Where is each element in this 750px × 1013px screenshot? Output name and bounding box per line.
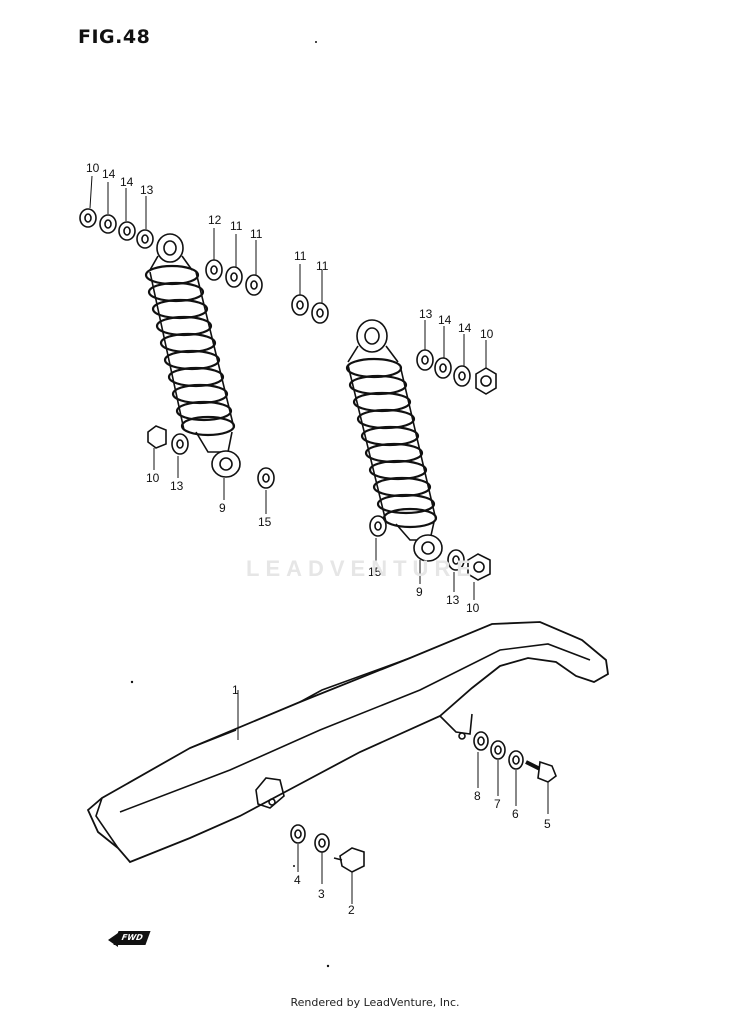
callout-10: 10 <box>146 471 160 485</box>
callout-9: 9 <box>219 501 226 515</box>
callout-5: 5 <box>544 817 551 831</box>
washer-group-12-11[interactable] <box>205 259 329 324</box>
callout-14: 14 <box>102 167 116 181</box>
callout-15: 15 <box>258 515 272 529</box>
callout-14: 14 <box>120 175 134 189</box>
callout-2: 2 <box>348 903 355 917</box>
callout-7: 7 <box>494 797 501 811</box>
callout-1: 1 <box>232 683 239 697</box>
leader-lines <box>89 175 549 904</box>
callout-4: 4 <box>294 873 301 887</box>
callout-13: 13 <box>140 183 154 197</box>
rear-shock-absorber-left[interactable] <box>144 233 241 478</box>
callout-11: 11 <box>294 249 307 263</box>
fwd-label: FWD <box>113 931 151 945</box>
bolt-group-right[interactable] <box>473 731 557 783</box>
callout-10: 10 <box>480 327 494 341</box>
callout-13: 13 <box>419 307 433 321</box>
callout-11: 11 <box>230 219 243 233</box>
callout-13: 13 <box>170 479 184 493</box>
callout-12: 12 <box>208 213 222 227</box>
callout-9: 9 <box>416 585 423 599</box>
figure-title: FIG.48 <box>78 26 151 48</box>
callout-13: 13 <box>446 593 460 607</box>
rear-shock-absorber-right[interactable] <box>345 319 443 562</box>
callout-10: 10 <box>86 161 100 175</box>
watermark-text: LEADVENTURE <box>246 556 478 581</box>
callout-11: 11 <box>250 227 263 241</box>
callout-14: 14 <box>458 321 472 335</box>
chain-case[interactable] <box>86 621 609 864</box>
callout-11: 11 <box>316 259 329 273</box>
callout-6: 6 <box>512 807 519 821</box>
footer-credit: Rendered by LeadVenture, Inc. <box>290 996 460 1009</box>
washer-group-right-top[interactable] <box>416 349 497 395</box>
washer-group-left-top[interactable] <box>79 208 154 249</box>
specks <box>130 41 330 968</box>
forward-arrow-icon <box>108 933 118 947</box>
washer-group-left-bottom[interactable] <box>147 425 275 489</box>
callout-14: 14 <box>438 313 452 327</box>
callout-3: 3 <box>318 887 325 901</box>
callout-10: 10 <box>466 601 480 615</box>
callout-8: 8 <box>474 789 481 803</box>
washer-group-right-bottom[interactable] <box>369 515 491 581</box>
callout-15: 15 <box>368 565 382 579</box>
bolt-group-left[interactable] <box>290 824 365 873</box>
